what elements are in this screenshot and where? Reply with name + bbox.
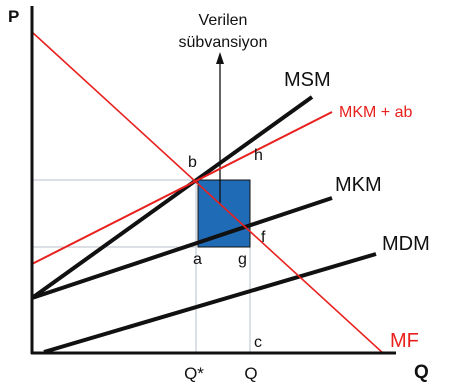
mkm-ab-line <box>31 111 333 265</box>
mkm-label: MKM <box>335 174 382 196</box>
msm-line <box>30 95 314 300</box>
tick-q: Q <box>244 364 257 383</box>
point-a-label: a <box>193 251 202 268</box>
x-axis-label: Q <box>414 362 429 383</box>
mdm-label: MDM <box>382 233 430 255</box>
annotation-line2: sübvansiyon <box>179 34 268 51</box>
mdm-line <box>43 252 377 354</box>
subsidy-arrowhead-icon <box>216 52 224 64</box>
tick-q-star: Q* <box>184 364 204 383</box>
mf-label: MF <box>390 330 419 352</box>
y-axis-label: P <box>8 7 19 26</box>
msm-label: MSM <box>284 69 331 91</box>
point-b-label: b <box>188 154 197 171</box>
point-g-label: g <box>238 251 247 268</box>
mf-line <box>31 31 385 355</box>
point-h-label: h <box>254 147 263 164</box>
annotation-line1: Verilen <box>199 12 248 29</box>
point-f-label: f <box>261 229 266 246</box>
mkm-line <box>31 196 333 300</box>
point-c-label: c <box>254 334 262 351</box>
mkm-ab-label: MKM + ab <box>339 104 412 121</box>
